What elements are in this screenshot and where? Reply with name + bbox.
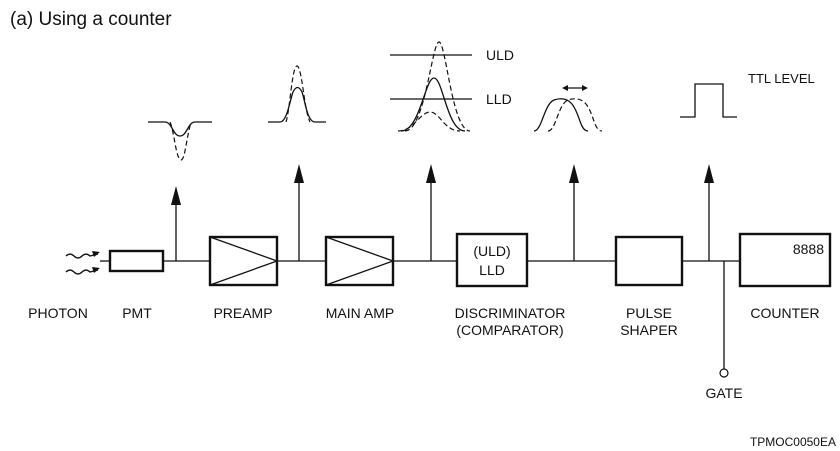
counter-block: 8888 xyxy=(738,232,832,288)
waveform-main-amp: ULD LLD xyxy=(390,41,514,132)
waveform-ttl: TTL LEVEL xyxy=(680,71,815,118)
discriminator-lld-text: LLD xyxy=(479,262,505,278)
discriminator-uld-text: (ULD) xyxy=(473,243,510,259)
waveform-preamp xyxy=(268,65,326,123)
probe-arrows xyxy=(171,164,714,261)
pmt-label: PMT xyxy=(122,305,152,321)
waveform-discriminator xyxy=(533,85,603,132)
pulse-label: PULSE xyxy=(626,305,672,321)
counter-label: COUNTER xyxy=(750,305,819,321)
diagram-title: (a) Using a counter xyxy=(10,9,172,30)
photon-arrows xyxy=(65,251,100,275)
main-amp-block xyxy=(324,235,395,287)
main-amp-label: MAIN AMP xyxy=(326,305,394,321)
lld-label: LLD xyxy=(486,91,512,107)
preamp-label: PREAMP xyxy=(213,305,272,321)
gate-label: GATE xyxy=(705,385,742,401)
figure-code: TPMOC0050EA xyxy=(750,435,836,449)
uld-label: ULD xyxy=(486,47,514,63)
discriminator-block: (ULD) LLD xyxy=(455,232,529,288)
comparator-label: (COMPARATOR) xyxy=(456,322,563,338)
ttl-level-label: TTL LEVEL xyxy=(748,71,815,86)
gate-input xyxy=(719,261,729,378)
counter-display: 8888 xyxy=(793,241,824,257)
discriminator-label: DISCRIMINATOR xyxy=(455,305,566,321)
pmt-box xyxy=(108,249,165,273)
pulse-shaper-block xyxy=(614,235,684,287)
component-labels: PHOTON PMT PREAMP MAIN AMP DISCRIMINATOR… xyxy=(28,305,819,401)
photon-label: PHOTON xyxy=(28,305,88,321)
shaper-label: SHAPER xyxy=(620,322,678,338)
waveform-pmt xyxy=(148,121,212,161)
preamp-block xyxy=(208,235,279,287)
